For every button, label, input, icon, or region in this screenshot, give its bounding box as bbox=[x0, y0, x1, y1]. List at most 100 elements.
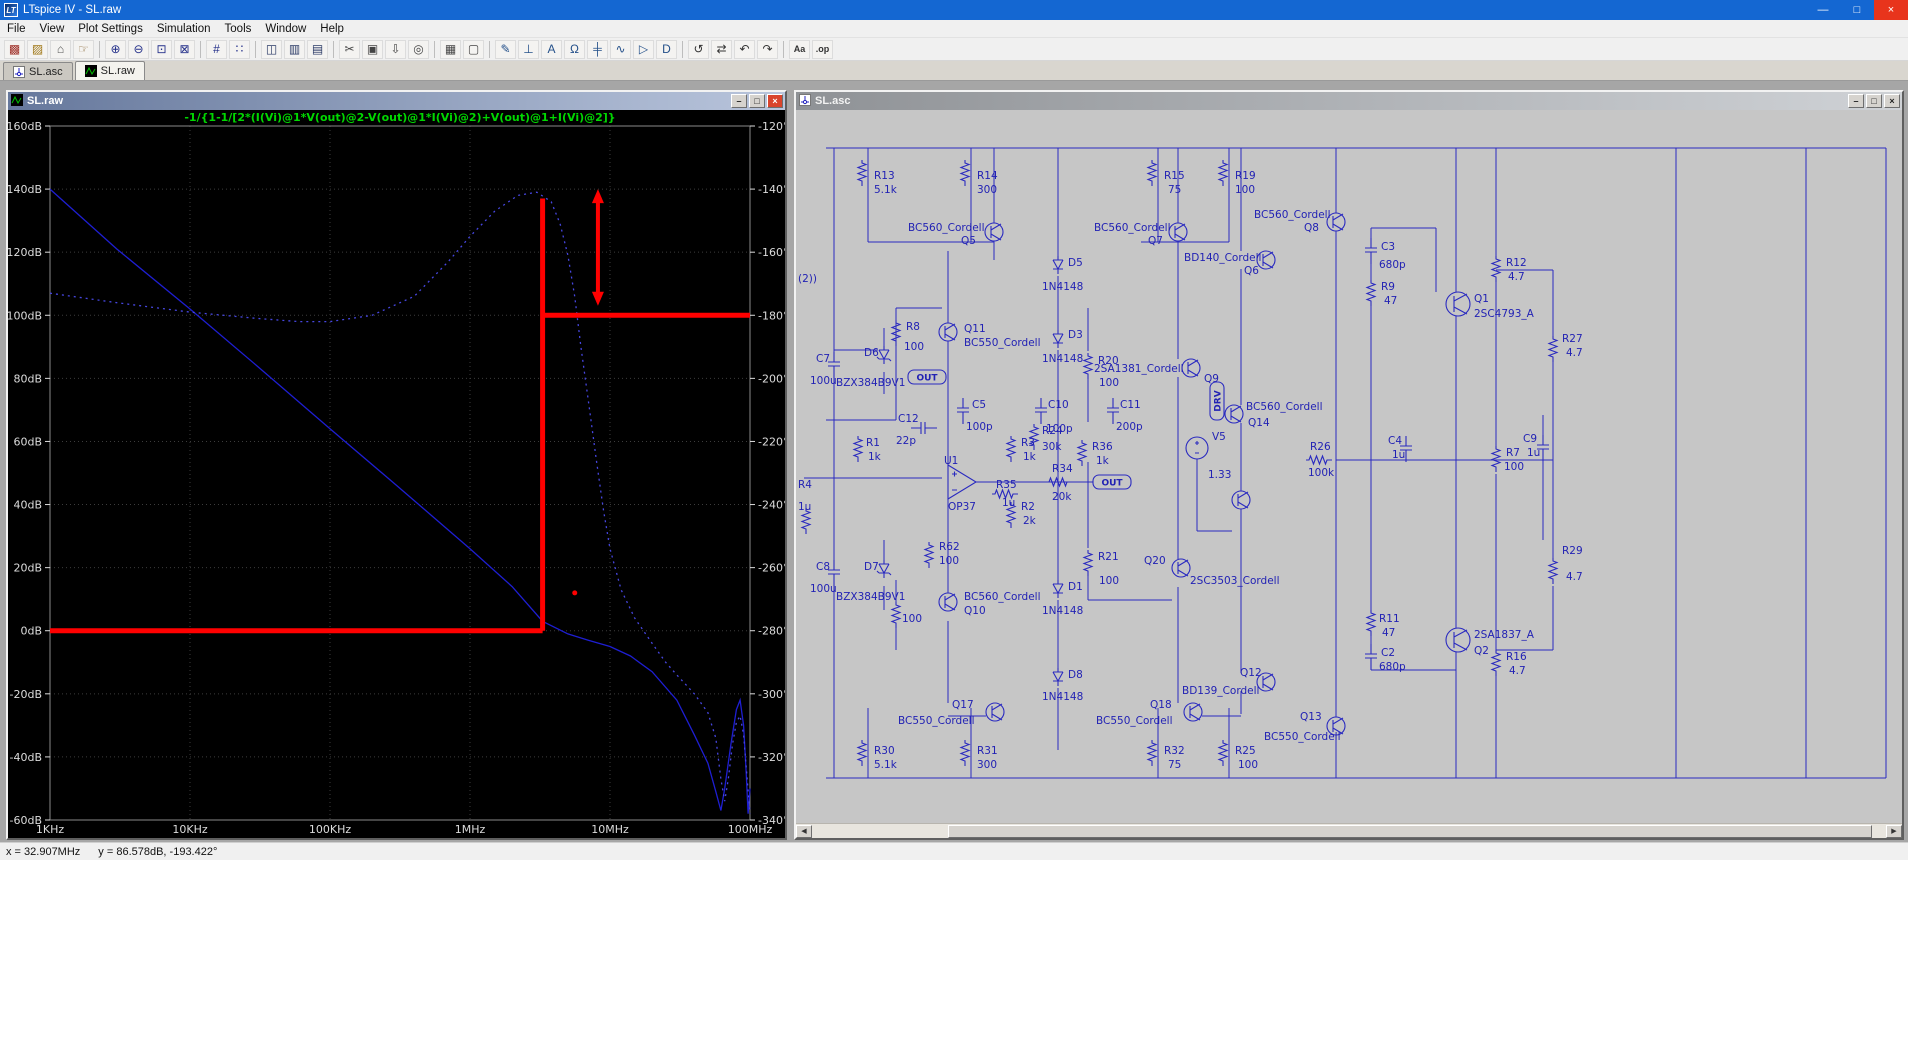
app-title: LTspice IV - SL.raw bbox=[23, 4, 122, 16]
toolbar-open-icon[interactable]: ▨ bbox=[27, 39, 48, 59]
component-label: 5.1k bbox=[874, 759, 898, 771]
waveform-window-title: SL.raw bbox=[27, 95, 64, 107]
component-label: 4.7 bbox=[1508, 271, 1525, 283]
component-label: 680p bbox=[1379, 259, 1406, 271]
schematic-close-button[interactable]: × bbox=[1884, 94, 1900, 108]
toolbar-mirror-icon[interactable]: ⇄ bbox=[711, 39, 732, 59]
symbol-res bbox=[992, 488, 1018, 500]
toolbar-spice-directive-icon[interactable]: .op bbox=[812, 39, 833, 59]
y-left-tick-label: 20dB bbox=[13, 562, 42, 575]
toolbar-print-icon[interactable]: ▦ bbox=[440, 39, 461, 59]
component-label: R8 bbox=[906, 321, 920, 333]
toolbar-new-waveform-icon[interactable]: ▩ bbox=[4, 39, 25, 59]
component-label: R9 bbox=[1381, 281, 1395, 293]
menu-item-plot-settings[interactable]: Plot Settings bbox=[78, 22, 143, 35]
component-label: C8 bbox=[816, 561, 830, 573]
toolbar-diode-icon[interactable]: ▷ bbox=[633, 39, 654, 59]
horizontal-scrollbar[interactable]: ◀ ▶ bbox=[796, 823, 1902, 838]
waveform-plot[interactable]: 160dB140dB120dB100dB80dB60dB40dB20dB0dB-… bbox=[8, 110, 785, 838]
toolbar-paste-icon[interactable]: ⇩ bbox=[385, 39, 406, 59]
component-label: C7 bbox=[816, 353, 830, 365]
component-label: C2 bbox=[1381, 647, 1395, 659]
toolbar-rotate-icon[interactable]: ↺ bbox=[688, 39, 709, 59]
toolbar-tile-vertically-icon[interactable]: ▥ bbox=[284, 39, 305, 59]
symbol-res bbox=[1306, 454, 1332, 466]
toolbar-capacitor-icon[interactable]: ╪ bbox=[587, 39, 608, 59]
toolbar-grid-toggle-icon[interactable]: # bbox=[206, 39, 227, 59]
toolbar-zoom-full-extents-icon[interactable]: ⊠ bbox=[174, 39, 195, 59]
component-label: Q11 bbox=[964, 323, 986, 335]
symbol-res bbox=[1490, 446, 1502, 472]
toolbar-zoom-in-icon[interactable]: ⊕ bbox=[105, 39, 126, 59]
menu-item-window[interactable]: Window bbox=[265, 22, 307, 35]
toolbar-redo-icon[interactable]: ↷ bbox=[757, 39, 778, 59]
menu-item-help[interactable]: Help bbox=[320, 22, 344, 35]
toolbar-mark-data-points-icon[interactable]: ∷ bbox=[229, 39, 250, 59]
waveform-restore-button[interactable]: □ bbox=[749, 94, 765, 108]
toolbar-separator bbox=[99, 40, 100, 58]
menu-item-simulation[interactable]: Simulation bbox=[156, 22, 211, 35]
symbol-res bbox=[1217, 160, 1229, 186]
toolbar-component-icon[interactable]: D bbox=[656, 39, 677, 59]
component-label: 1u bbox=[1002, 497, 1015, 509]
component-label: U1 bbox=[944, 455, 958, 467]
waveform-minimize-button[interactable]: – bbox=[731, 94, 747, 108]
schematic-minimize-button[interactable]: – bbox=[1848, 94, 1864, 108]
toolbar-ground-icon[interactable]: ⊥ bbox=[518, 39, 539, 59]
svg-text:OUT: OUT bbox=[1101, 479, 1123, 489]
component-label: Q8 bbox=[1304, 222, 1319, 234]
toolbar-find-icon[interactable]: ◎ bbox=[408, 39, 429, 59]
toolbar-text-icon[interactable]: Aa bbox=[789, 39, 810, 59]
component-label: R34 bbox=[1052, 463, 1073, 475]
waveform-close-button[interactable]: × bbox=[767, 94, 783, 108]
schematic-restore-button[interactable]: □ bbox=[1866, 94, 1882, 108]
toolbar-pan-icon[interactable]: ☞ bbox=[73, 39, 94, 59]
component-label: 200p bbox=[1116, 421, 1143, 433]
symbol-tr bbox=[938, 592, 958, 612]
toolbar-zoom-out-icon[interactable]: ⊖ bbox=[128, 39, 149, 59]
symbol-tr bbox=[1224, 404, 1244, 424]
scrollbar-thumb[interactable] bbox=[948, 825, 1872, 838]
tab-sl-asc[interactable]: SL.asc bbox=[3, 62, 73, 80]
toolbar-copy-icon[interactable]: ▣ bbox=[362, 39, 383, 59]
menu-item-file[interactable]: File bbox=[7, 22, 26, 35]
waveform-window-titlebar[interactable]: SL.raw – □ × bbox=[8, 92, 785, 110]
toolbar-resistor-icon[interactable]: Ω bbox=[564, 39, 585, 59]
toolbar-cut-icon[interactable]: ✂ bbox=[339, 39, 360, 59]
app-maximize-button[interactable]: □ bbox=[1853, 4, 1861, 16]
tab-sl-raw[interactable]: SL.raw bbox=[74, 61, 145, 80]
toolbar-cascade-windows-icon[interactable]: ◫ bbox=[261, 39, 282, 59]
toolbar-inductor-icon[interactable]: ∿ bbox=[610, 39, 631, 59]
net-port-out: OUT bbox=[907, 369, 947, 385]
toolbar-zoom-area-icon[interactable]: ⊡ bbox=[151, 39, 172, 59]
app-title-bar[interactable]: LT LTspice IV - SL.raw — □ × bbox=[0, 0, 1908, 20]
y-right-tick-label: -340° bbox=[758, 814, 785, 827]
toolbar-label-net-icon[interactable]: A bbox=[541, 39, 562, 59]
component-label: R19 bbox=[1235, 170, 1256, 182]
scrollbar-left-arrow-icon[interactable]: ◀ bbox=[796, 825, 812, 838]
schematic-window-titlebar[interactable]: SL.asc – □ × bbox=[796, 92, 1902, 110]
symbol-res bbox=[1046, 476, 1072, 488]
toolbar-tile-horizontally-icon[interactable]: ▤ bbox=[307, 39, 328, 59]
component-label: 100 bbox=[904, 341, 924, 353]
toolbar-draft-wire-icon[interactable]: ✎ bbox=[495, 39, 516, 59]
component-label: 75 bbox=[1168, 184, 1181, 196]
y-right-tick-label: -140° bbox=[758, 183, 785, 196]
scrollbar-right-arrow-icon[interactable]: ▶ bbox=[1886, 825, 1902, 838]
symbol-tr bbox=[1171, 558, 1191, 578]
toolbar-print-preview-icon[interactable]: ▢ bbox=[463, 39, 484, 59]
toolbar-separator bbox=[682, 40, 683, 58]
menu-item-tools[interactable]: Tools bbox=[224, 22, 252, 35]
app-minimize-button[interactable]: — bbox=[1817, 4, 1829, 16]
status-cursor-y: y = 86.578dB, -193.422° bbox=[98, 845, 218, 858]
component-label: D7 bbox=[864, 561, 879, 573]
symbol-res bbox=[1082, 353, 1094, 379]
schematic-canvas[interactable]: R135.1kR14300R1575R19100BC560_CordellQ5B… bbox=[796, 110, 1902, 823]
symbol-cap bbox=[957, 398, 969, 424]
app-close-button[interactable]: × bbox=[1874, 0, 1908, 20]
menu-item-view[interactable]: View bbox=[39, 22, 65, 35]
toolbar-control-panel-icon[interactable]: ⌂ bbox=[50, 39, 71, 59]
toolbar-undo-icon[interactable]: ↶ bbox=[734, 39, 755, 59]
x-tick-label: 1KHz bbox=[36, 823, 64, 836]
component-label: 2SA1381_Cordell bbox=[1094, 363, 1184, 375]
